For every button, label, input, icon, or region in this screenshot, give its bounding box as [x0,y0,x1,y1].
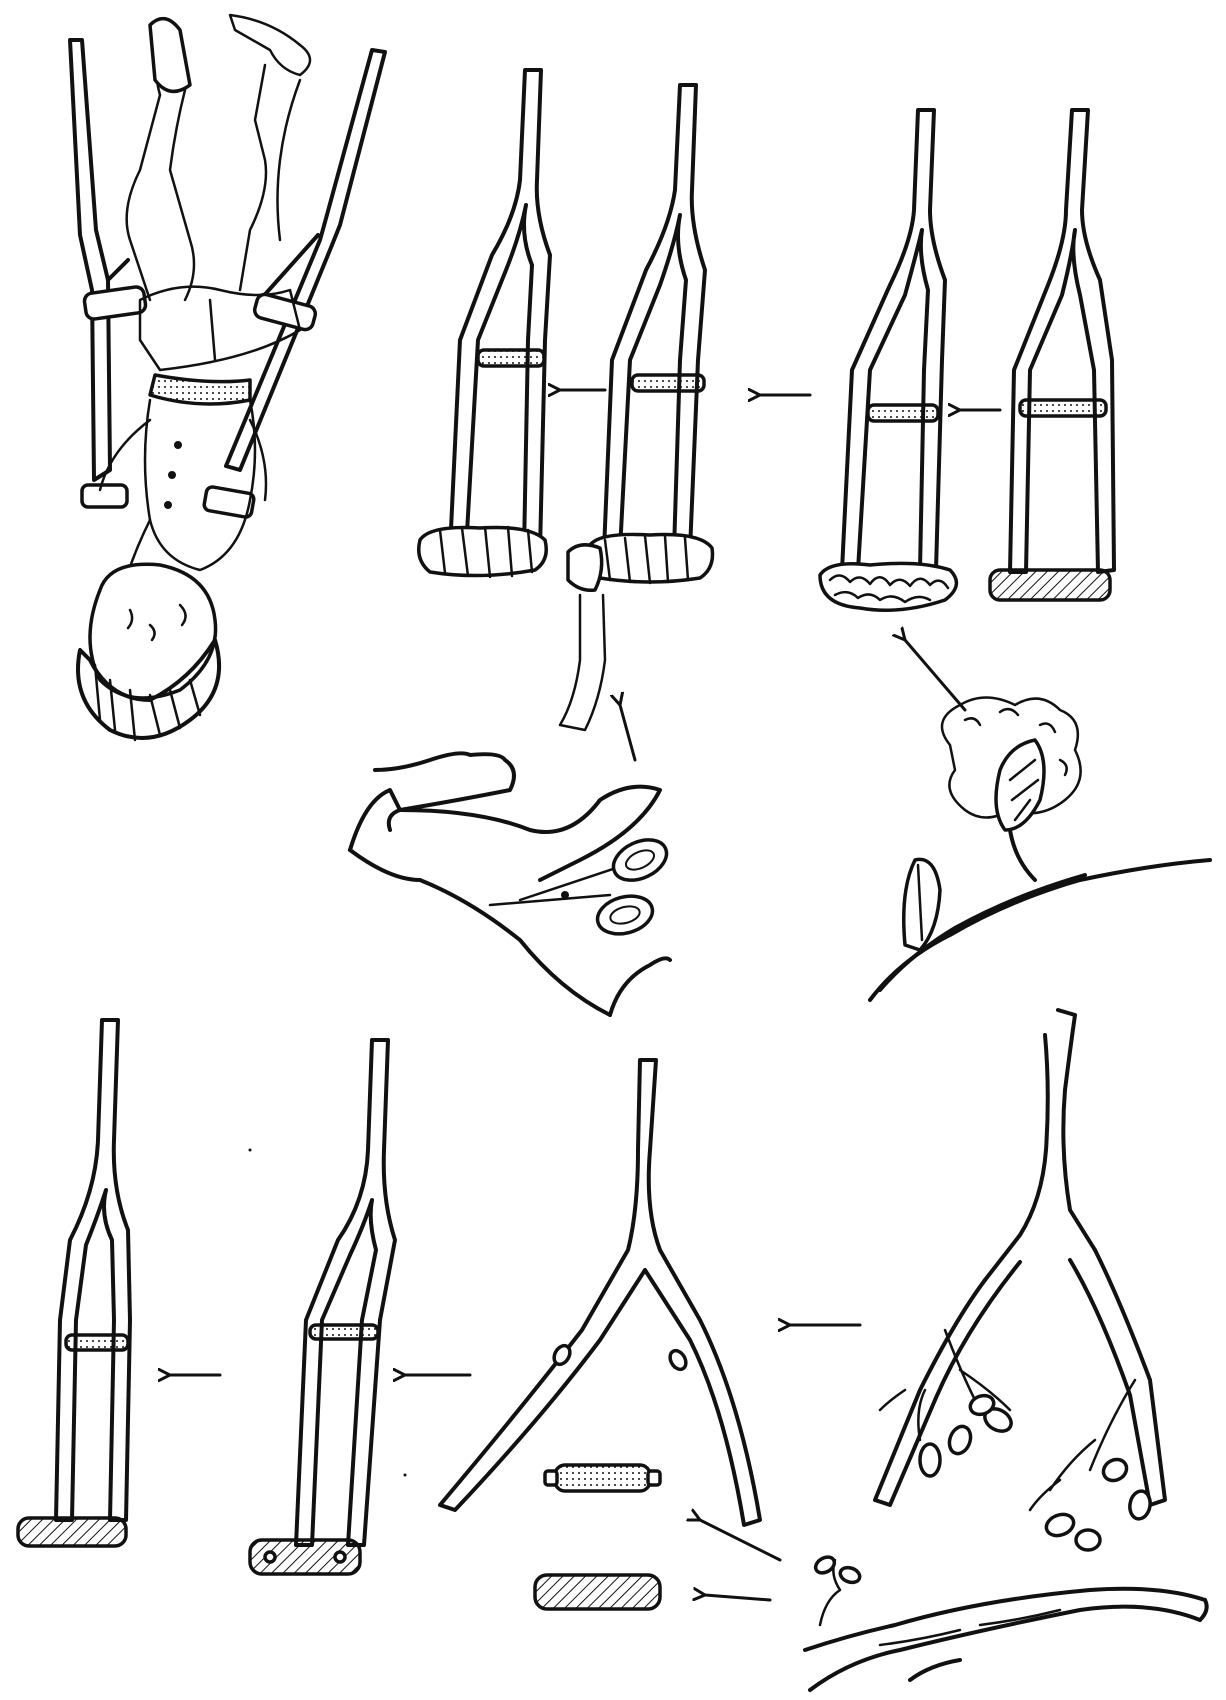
arrow-cloth-up [620,705,635,760]
cotton-boll [870,698,1210,1001]
speck [249,1149,252,1152]
forked-branch-with-leaves [875,1010,1165,1550]
person-on-crutches [70,15,385,740]
crutch-cloth-pad [560,85,713,730]
cloth-and-scissors [350,753,673,1015]
arrow-to-crossbar [700,1520,780,1560]
crutch-wood-pad [990,110,1114,600]
wood-pad-block [535,1575,660,1609]
crutch-cotton-pad [820,110,956,610]
crutch-finished-padded [419,70,550,577]
arrow-to-pad [705,1595,770,1600]
crutch-with-crossbar [250,1040,395,1574]
wood-crossbar-piece [545,1465,660,1491]
arrow-cotton-up [905,640,965,710]
speck [404,1474,407,1477]
trimmed-forked-branch [440,1060,760,1525]
crutch-finished-with-pad [18,1020,130,1546]
branch-with-sprout [805,1554,1207,1690]
